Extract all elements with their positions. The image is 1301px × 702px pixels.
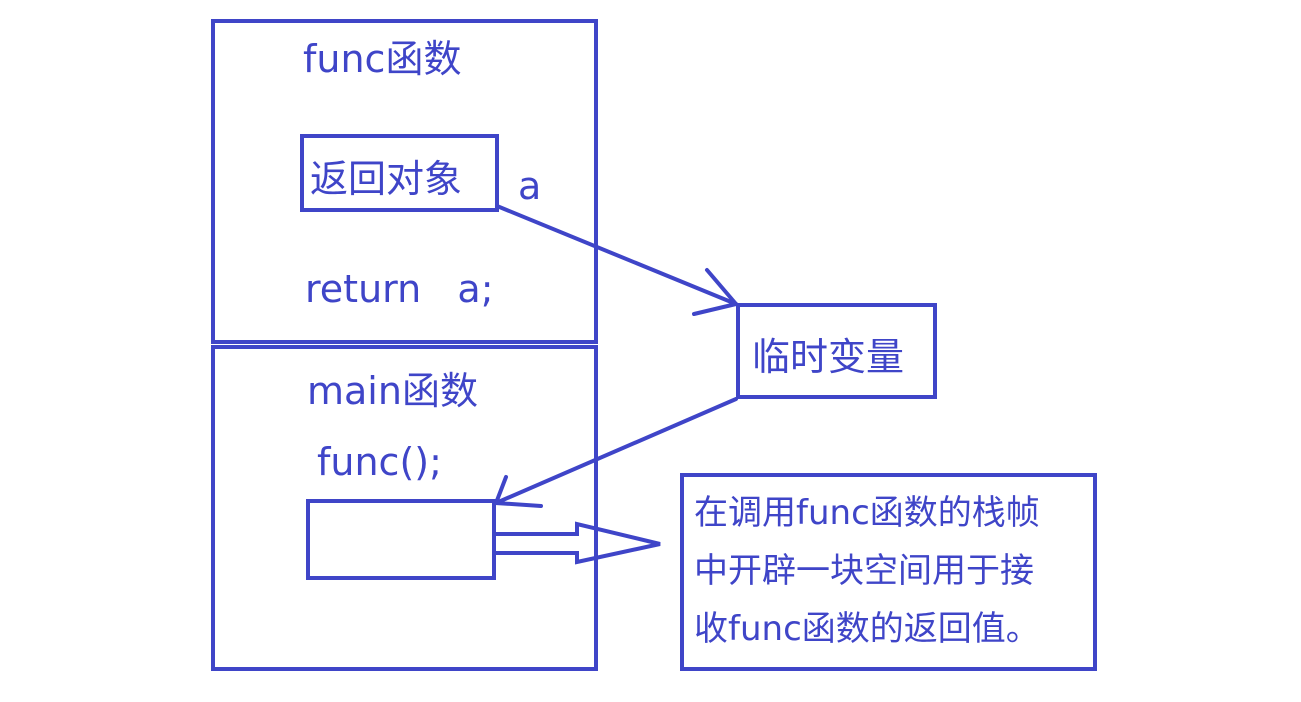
- return-object-box: [300, 134, 499, 212]
- temp-var-label: 临时变量: [752, 335, 905, 379]
- arrow-to-receive-slot-head: [493, 475, 543, 508]
- note-box: [680, 473, 1097, 671]
- main-frame-box: [211, 345, 598, 671]
- temp-var-box: [736, 303, 937, 399]
- receive-slot-box: [306, 499, 496, 580]
- return-object-label: 返回对象: [310, 157, 463, 201]
- block-arrow-to-note: [492, 521, 661, 565]
- call-statement: func();: [317, 440, 442, 484]
- func-frame-box: [211, 19, 598, 344]
- func-frame-title: func函数: [303, 37, 462, 81]
- note-text: 在调用func函数的栈帧 中开辟一块空间用于接 收func函数的返回值。: [694, 484, 1084, 658]
- arrow-to-temp-var: [495, 204, 738, 306]
- note-line: 收func函数的返回值。: [694, 609, 1040, 649]
- main-frame-title: main函数: [307, 369, 478, 413]
- variable-a-label: a: [518, 164, 542, 208]
- note-line: 在调用func函数的栈帧: [694, 493, 1040, 533]
- arrow-to-temp-var-head: [692, 268, 740, 316]
- note-line: 中开辟一块空间用于接: [694, 551, 1034, 591]
- arrow-to-receive-slot: [494, 397, 738, 505]
- return-statement: return a;: [305, 267, 494, 311]
